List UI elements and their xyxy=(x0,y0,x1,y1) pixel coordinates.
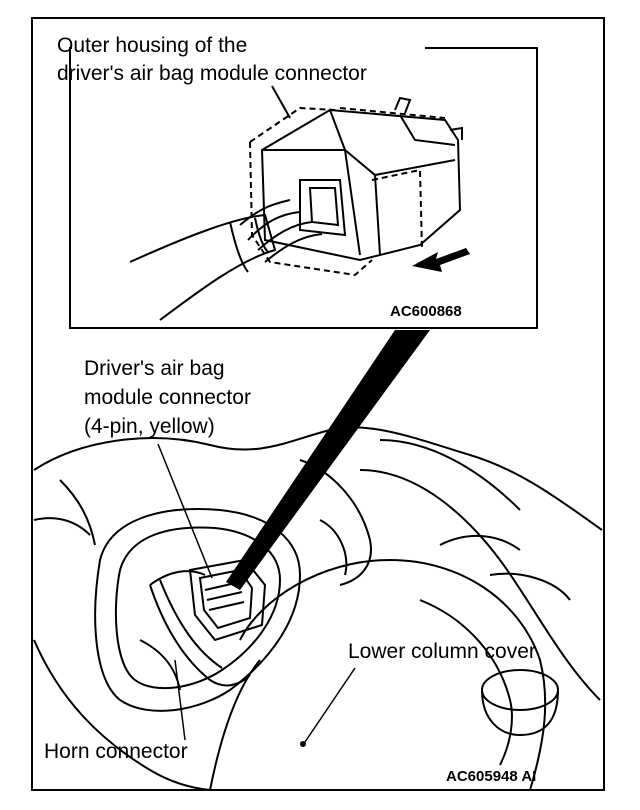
leader-dot xyxy=(300,741,306,747)
outer-housing-label-line2: driver's air bag module connector xyxy=(57,62,367,85)
figure-frame xyxy=(31,17,605,791)
airbag-connector-label-line3: (4-pin, yellow) xyxy=(84,415,215,438)
airbag-connector-label-line1: Driver's air bag xyxy=(84,357,225,380)
lower-column-cover-label: Lower column cover xyxy=(348,640,536,663)
horn-connector-label: Horn connector xyxy=(44,740,188,763)
inset-connector-drawing xyxy=(129,85,463,321)
airbag-connector-label-line2: module connector xyxy=(84,386,251,409)
inset-pointer-wedge xyxy=(226,330,430,590)
leader-lines xyxy=(157,443,356,743)
inset-figure-code: AC600868 xyxy=(390,303,462,320)
pull-direction-arrow xyxy=(412,248,470,272)
main-figure-code: AC605948 AI xyxy=(446,768,536,785)
outer-housing-label-line1: Outer housing of the xyxy=(57,34,247,57)
inset-box xyxy=(69,47,538,329)
